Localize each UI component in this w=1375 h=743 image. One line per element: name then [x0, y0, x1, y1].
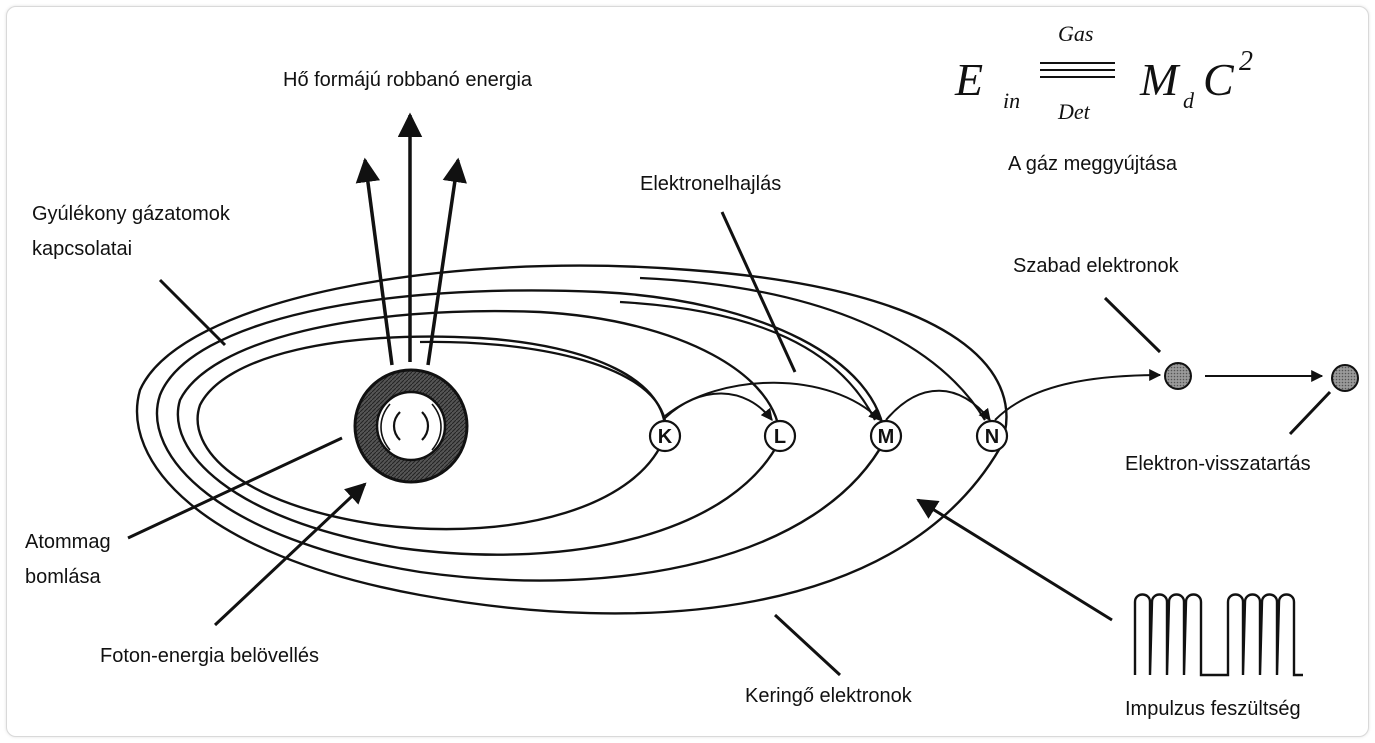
shell-electron-n: N [977, 421, 1007, 451]
pointer-free-electrons [1105, 298, 1160, 352]
energy-equation: E in Gas Det M d C 2 [954, 21, 1253, 124]
label-flammable-gas-2: kapcsolatai [32, 238, 132, 260]
shell-electron-k: K [650, 421, 680, 451]
equation-e: E [954, 54, 983, 105]
label-heat-energy: Hő formájú robbanó energia [283, 69, 533, 91]
free-electron-1 [1165, 363, 1191, 389]
equation-c: C [1203, 54, 1235, 105]
equation-top: Gas [1058, 21, 1093, 46]
label-deflection: Elektronelhajlás [640, 173, 781, 195]
shell-electron-m: M [871, 421, 901, 451]
atomic-nucleus [355, 370, 467, 482]
pointer-nucleus-decay [128, 438, 342, 538]
label-photon-injection: Foton-energia belövellés [100, 645, 319, 667]
label-ignition: A gáz meggyújtása [1008, 153, 1178, 175]
equation-exponent: 2 [1239, 46, 1253, 77]
label-orbiting-electrons: Keringő elektronok [745, 685, 913, 707]
equation-m: M [1139, 54, 1181, 105]
equation-sub-in: in [1003, 88, 1020, 113]
equation-sub-d: d [1183, 88, 1195, 113]
free-electron-2 [1332, 365, 1358, 391]
label-pulse-voltage: Impulzus feszültség [1125, 698, 1301, 720]
electron-jump-arcs [665, 375, 1322, 420]
orbit-shell-l [178, 311, 780, 555]
label-free-electrons: Szabad elektronok [1013, 255, 1180, 277]
shell-label-n: N [985, 426, 999, 448]
pulse-waveform [1135, 595, 1303, 676]
shell-electron-l: L [765, 421, 795, 451]
label-flammable-gas: Gyúlékony gázatomok [32, 203, 231, 225]
shell-label-k: K [658, 426, 673, 448]
shell-label-m: M [878, 426, 895, 448]
pointer-retention [1290, 392, 1330, 434]
pointer-deflection [722, 212, 795, 372]
heat-energy-arrows [365, 115, 458, 365]
equation-bottom: Det [1057, 99, 1091, 124]
pointer-flammable-gas [160, 280, 225, 345]
label-nucleus-decay-2: bomlása [25, 566, 101, 588]
shell-label-l: L [774, 426, 786, 448]
pointer-orbiting-electrons [775, 615, 840, 675]
pointer-pulse-voltage [918, 500, 1112, 620]
label-retention: Elektron-visszatartás [1125, 453, 1311, 475]
label-nucleus-decay: Atommag [25, 531, 111, 553]
